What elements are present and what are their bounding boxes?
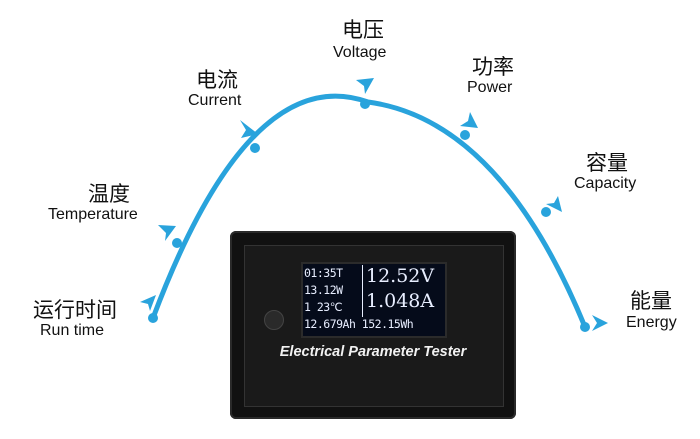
temperature-label-cn: 温度 xyxy=(88,182,130,206)
arc-dot-capacity xyxy=(541,207,551,217)
knob-icon[interactable] xyxy=(264,310,284,330)
current-label-en: Current xyxy=(188,92,242,109)
screen-capacity-energy: 12.679Ah 152.15Wh xyxy=(304,317,414,331)
screen-current: 1.048A xyxy=(366,290,435,312)
current-label-cn: 电流 xyxy=(196,68,238,92)
arrow-marker-icon xyxy=(158,225,176,241)
arrow-marker-icon xyxy=(546,196,562,212)
arc-dot-run-time xyxy=(148,313,158,323)
power-label-en: Power xyxy=(467,79,513,96)
arc-dot-current xyxy=(250,143,260,153)
screen-divider xyxy=(362,265,363,317)
arc-dot-power xyxy=(460,130,470,140)
arrow-marker-icon xyxy=(140,295,156,311)
arrow-marker-icon xyxy=(592,315,608,331)
energy-label-cn: 能量 xyxy=(630,289,672,313)
arrow-marker-icon xyxy=(356,78,374,94)
screen-voltage: 12.52V xyxy=(366,265,435,287)
energy-label-en: Energy xyxy=(626,314,677,331)
arc-dot-energy xyxy=(580,322,590,332)
capacity-label-cn: 容量 xyxy=(586,151,628,175)
voltage-label-en: Voltage xyxy=(333,44,387,61)
arrow-marker-icon xyxy=(460,112,478,128)
arrow-marker-icon xyxy=(240,120,258,138)
device-caption: Electrical Parameter Tester xyxy=(279,344,467,360)
arc-dot-temperature xyxy=(172,238,182,248)
voltage-label-cn: 电压 xyxy=(342,18,384,42)
run-time-label-cn: 运行时间 xyxy=(33,298,117,322)
screen-runtime: 01:35T xyxy=(304,266,343,280)
temperature-label-en: Temperature xyxy=(48,206,138,223)
screen-temperature: 1 23℃ xyxy=(304,300,343,314)
device-screen xyxy=(301,262,447,338)
screen-power: 13.12W xyxy=(304,283,343,297)
capacity-label-en: Capacity xyxy=(574,175,637,192)
power-label-cn: 功率 xyxy=(472,55,514,79)
run-time-label-en: Run time xyxy=(40,322,105,339)
arc-dot-voltage xyxy=(360,99,370,109)
